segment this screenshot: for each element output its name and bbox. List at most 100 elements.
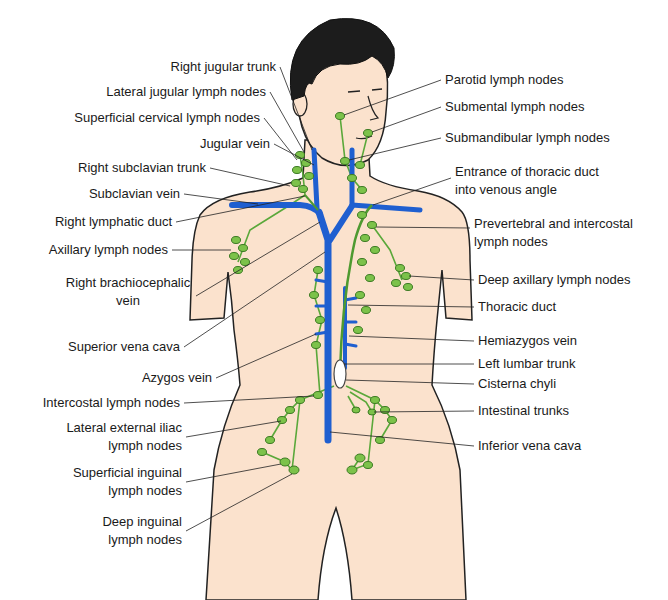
vein: [314, 150, 317, 208]
anatomy-label: Inferior vena cava: [478, 437, 581, 455]
lymph-node: [239, 245, 248, 252]
leader-line: [374, 411, 474, 412]
lymph-node: [356, 292, 365, 299]
lymph-node: [364, 130, 373, 137]
anatomy-label: Right jugular trunk: [171, 58, 277, 76]
anatomy-label: Submental lymph nodes: [445, 98, 584, 116]
anatomy-label: Right subclavian trunk: [78, 159, 206, 177]
lymph-node: [312, 342, 321, 349]
lymph-node: [258, 449, 267, 456]
head-drawing: [290, 19, 394, 100]
anatomy-label: Thoracic duct: [478, 298, 556, 316]
vein: [319, 212, 328, 440]
anatomy-label: Lateral jugular lymph nodes: [106, 83, 266, 101]
anatomy-label: Subclavian vein: [89, 185, 180, 203]
vein: [316, 280, 328, 334]
lymph-vessel: [360, 133, 368, 165]
lymph-node: [364, 462, 373, 469]
anatomy-label: Deep inguinal lymph nodes: [82, 513, 182, 549]
anatomy-label: Hemiazygos vein: [478, 332, 577, 350]
leader-line: [330, 432, 474, 446]
body-outline: [190, 140, 472, 600]
anatomy-label: Superficial inguinal lymph nodes: [56, 464, 182, 500]
leader-line: [270, 92, 304, 152]
anatomy-label: Prevertebral and intercostal lymph nodes: [474, 215, 644, 251]
body-outline: [190, 140, 472, 600]
anatomy-label: Axillary lymph nodes: [49, 241, 168, 259]
leader-line: [348, 305, 474, 307]
lymph-node: [230, 113, 413, 475]
anatomy-label: Right lymphatic duct: [55, 213, 172, 231]
lymph-node: [347, 466, 357, 474]
lymph-vessel: [262, 400, 300, 470]
leader-line: [409, 276, 474, 280]
thoracic-duct: [340, 205, 372, 372]
lymph-node: [293, 167, 302, 174]
leader-line: [172, 67, 474, 531]
anatomy-label: Azygos vein: [142, 369, 212, 387]
leader-line: [172, 250, 231, 251]
anatomy-label: Entrance of thoracic duct into venous an…: [455, 163, 611, 199]
lymph-node: [381, 407, 390, 414]
anatomy-label: Intestinal trunks: [478, 402, 569, 420]
lymph-node: [362, 307, 371, 314]
leader-line: [186, 474, 292, 531]
leader-line: [274, 144, 314, 165]
leader-line: [373, 178, 451, 205]
lymph-node: [354, 327, 363, 334]
head-drawing: [372, 89, 382, 90]
vein: [232, 150, 420, 440]
lymph-node: [404, 284, 413, 291]
lymph-node: [368, 222, 377, 229]
vein: [352, 205, 420, 210]
lymph-node: [314, 392, 323, 399]
lymph-node: [232, 237, 241, 244]
anatomy-label: Parotid lymph nodes: [445, 71, 564, 89]
lymph-node: [388, 417, 397, 424]
leader-line: [176, 196, 305, 222]
leader-line: [344, 364, 474, 365]
anatomy-label: Left lumbar trunk: [478, 355, 576, 373]
thoracic-duct: [305, 195, 372, 388]
lymph-node: [348, 175, 357, 182]
lymph-node: [355, 454, 365, 462]
leader-line: [372, 107, 441, 132]
lymph-node: [356, 162, 365, 169]
lymph-node: [336, 113, 345, 120]
lymph-node: [286, 407, 295, 414]
lymph-node: [289, 466, 299, 474]
leader-line: [184, 194, 258, 204]
lymph-node: [352, 407, 360, 413]
leader-line: [186, 464, 281, 482]
leader-line: [216, 334, 316, 378]
lymph-node: [396, 265, 405, 272]
lymph-node: [358, 212, 367, 219]
lymph-vessel: [238, 116, 402, 470]
leader-line: [186, 421, 281, 437]
leader-line: [210, 168, 290, 186]
anatomy-label: Cisterna chyli: [478, 375, 556, 393]
anatomy-label: Lateral external iliac lymph nodes: [46, 419, 182, 455]
lymph-node: [266, 437, 275, 444]
anatomy-label: Submandibular lymph nodes: [445, 129, 610, 147]
head-drawing: [368, 96, 378, 120]
leader-line: [349, 138, 441, 160]
lymph-node: [316, 317, 325, 324]
lymph-node: [305, 173, 314, 180]
leader-line: [344, 80, 441, 115]
lymph-node: [358, 187, 367, 194]
lymph-node: [366, 275, 375, 282]
lymph-node: [292, 180, 301, 187]
lymph-node: [358, 259, 367, 266]
lymph-node: [341, 158, 350, 165]
lymph-vessel: [346, 386, 392, 420]
leader-line: [349, 336, 474, 341]
vein: [232, 205, 320, 214]
vein: [330, 206, 352, 240]
lymph-node: [299, 186, 308, 193]
anatomy-label: Jugular vein: [200, 135, 270, 153]
thoracic-duct: [305, 195, 318, 210]
anatomy-label: Superficial cervical lymph nodes: [74, 109, 260, 127]
